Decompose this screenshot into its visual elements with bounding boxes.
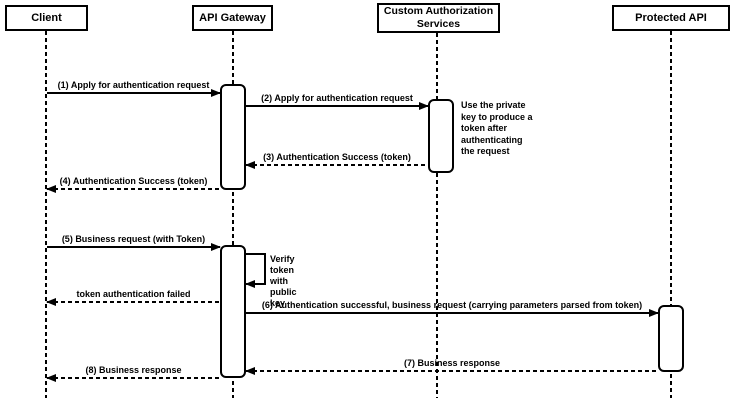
note-use-private-key: Use the private key to produce a token a…: [461, 100, 533, 156]
arrowhead-left-icon: [46, 298, 56, 306]
activation-protected-api: [658, 305, 684, 372]
message-2-label: (2) Apply for authentication request: [261, 93, 413, 103]
message-token-auth-failed-label: token authentication failed: [76, 289, 191, 299]
self-message-verify-token: Verify token with public key: [245, 253, 297, 308]
participant-client: Client: [5, 5, 88, 31]
message-2: (2) Apply for authentication request: [246, 93, 429, 110]
message-token-auth-failed: token authentication failed: [46, 289, 220, 306]
self-message-line-right: [264, 253, 266, 285]
message-line: [47, 301, 220, 303]
message-line: [47, 92, 220, 94]
message-3-label: (3) Authentication Success (token): [263, 152, 411, 162]
arrowhead-left-icon: [46, 374, 56, 382]
message-4-label: (4) Authentication Success (token): [59, 176, 208, 186]
activation-api-gateway-business: [220, 245, 246, 378]
lifeline-custom-authorization-services: [436, 33, 438, 398]
message-3: (3) Authentication Success (token): [245, 152, 428, 169]
participant-protected-api: Protected API: [612, 5, 730, 31]
message-5: (5) Business request (with Token): [47, 234, 221, 251]
message-line: [246, 105, 428, 107]
message-5-label: (5) Business request (with Token): [61, 234, 206, 244]
arrowhead-right-icon: [649, 309, 659, 317]
arrowhead-left-icon: [245, 367, 255, 375]
activation-custom-authorization-services: [428, 99, 454, 173]
message-8: (8) Business response: [46, 365, 220, 382]
self-message-label: Verify token with public key: [270, 254, 297, 308]
arrowhead-left-icon: [245, 161, 255, 169]
message-line: [47, 246, 220, 248]
message-8-label: (8) Business response: [85, 365, 182, 375]
message-line: [47, 377, 220, 379]
message-7: (7) Business response: [245, 358, 658, 375]
message-7-label: (7) Business response: [403, 358, 501, 368]
lifeline-client: [45, 31, 47, 398]
activation-api-gateway-auth: [220, 84, 246, 190]
message-line: [47, 188, 220, 190]
message-1: (1) Apply for authentication request: [47, 80, 221, 97]
lifeline-protected-api: [670, 31, 672, 398]
message-1-label: (1) Apply for authentication request: [57, 80, 210, 90]
lifeline-api-gateway: [232, 31, 234, 398]
message-4: (4) Authentication Success (token): [46, 176, 220, 193]
arrowhead-left-icon: [46, 185, 56, 193]
arrowhead-right-icon: [211, 243, 221, 251]
self-message-line-bottom: [246, 283, 266, 285]
participant-api-gateway: API Gateway: [192, 5, 273, 31]
message-line: [246, 370, 658, 372]
arrowhead-right-icon: [419, 102, 429, 110]
participant-custom-authorization-services: Custom Authorization Services: [377, 3, 500, 33]
self-message-line-top: [246, 253, 266, 255]
arrowhead-left-icon: [245, 280, 255, 288]
message-6-label: (6) Authentication successful, business …: [261, 300, 643, 310]
message-line: [246, 164, 428, 166]
message-6: (6) Authentication successful, business …: [246, 300, 659, 317]
message-line: [246, 312, 658, 314]
arrowhead-right-icon: [211, 89, 221, 97]
